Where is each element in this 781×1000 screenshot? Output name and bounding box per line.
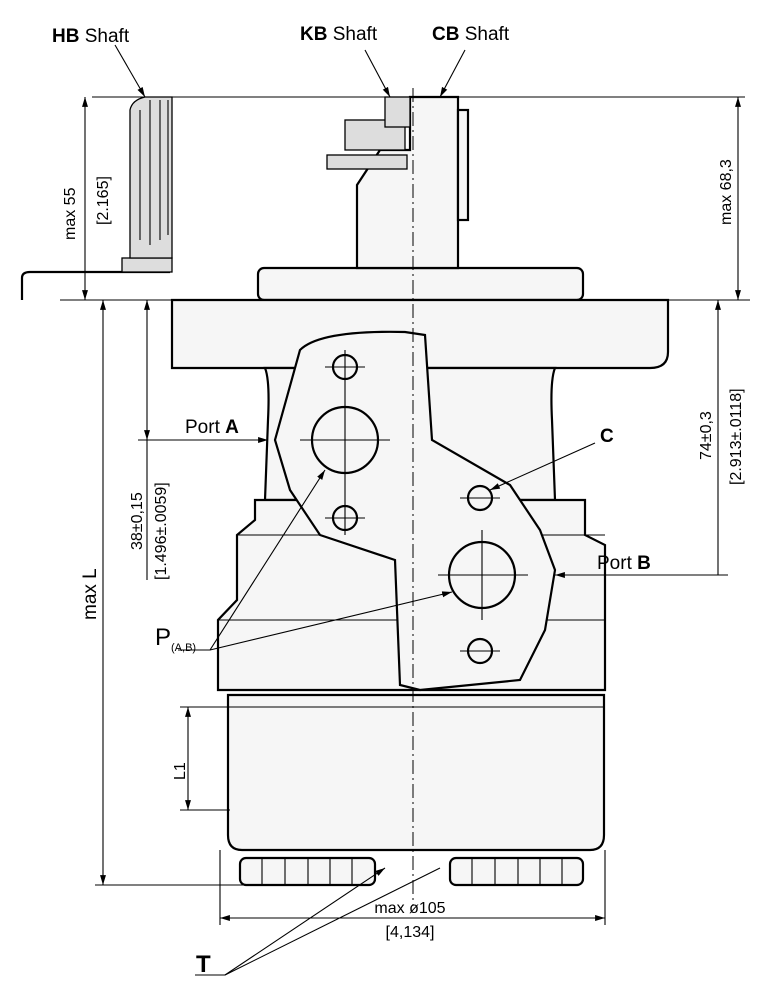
port-a-label: Port A bbox=[185, 417, 239, 438]
port-c-label: C bbox=[600, 426, 614, 447]
cb-shaft-label: CB Shaft bbox=[432, 24, 510, 45]
dim-diameter: max ø105 bbox=[374, 900, 445, 917]
dim-max-l: max L bbox=[80, 568, 101, 620]
kb-shaft-label: KB Shaft bbox=[300, 24, 378, 45]
dim-74: 74±0,3 bbox=[698, 411, 715, 460]
dim-max68: max 68,3 bbox=[718, 159, 735, 225]
dimension-lines bbox=[82, 44, 741, 976]
dim-l1: L1 bbox=[172, 762, 189, 780]
dim-38-inch: [1.496±.0059] bbox=[153, 482, 170, 580]
dim-38: 38±0,15 bbox=[129, 492, 146, 550]
bolt-caps bbox=[238, 856, 585, 887]
hb-shaft-view bbox=[20, 96, 173, 300]
dim-max55: max 55 bbox=[62, 187, 79, 240]
motor-body bbox=[170, 95, 670, 887]
port-p-label: P(A,B) bbox=[155, 624, 196, 654]
port-t-label: T bbox=[196, 951, 211, 978]
dim-74-inch: [2.913±.0118] bbox=[728, 388, 745, 485]
hb-shaft-label: HB Shaft bbox=[52, 26, 130, 47]
port-b-label: Port B bbox=[597, 553, 651, 574]
dim-max55-inch: [2.165] bbox=[95, 176, 112, 225]
dim-diameter-inch: [4,134] bbox=[386, 924, 435, 941]
